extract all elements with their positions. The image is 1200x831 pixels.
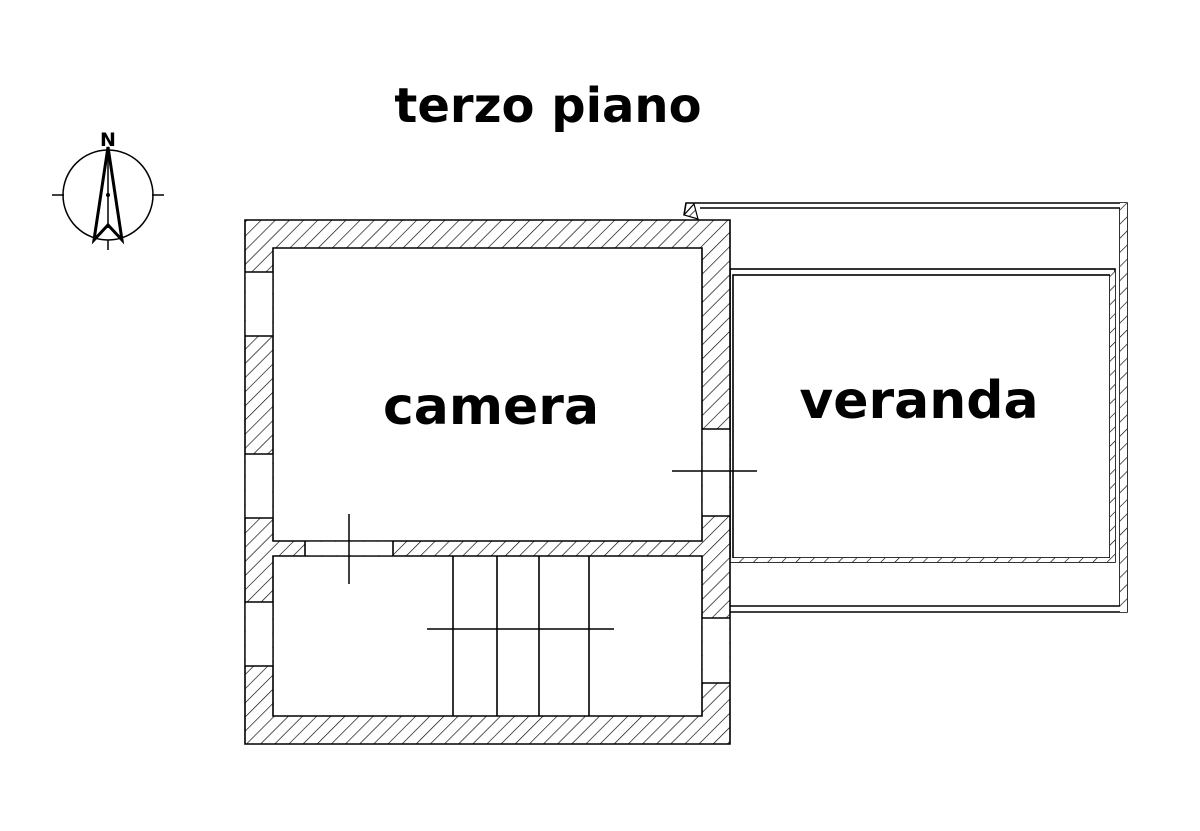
door-marks bbox=[348, 470, 757, 584]
north-arrow-icon bbox=[91, 146, 125, 245]
staircase bbox=[427, 556, 614, 716]
plan-title: terzo piano bbox=[394, 78, 701, 134]
room-label-camera: camera bbox=[383, 377, 599, 437]
compass: N bbox=[52, 129, 164, 250]
room-label-veranda: veranda bbox=[799, 371, 1038, 431]
building-walls bbox=[244, 219, 731, 745]
compass-north-label: N bbox=[100, 129, 116, 151]
